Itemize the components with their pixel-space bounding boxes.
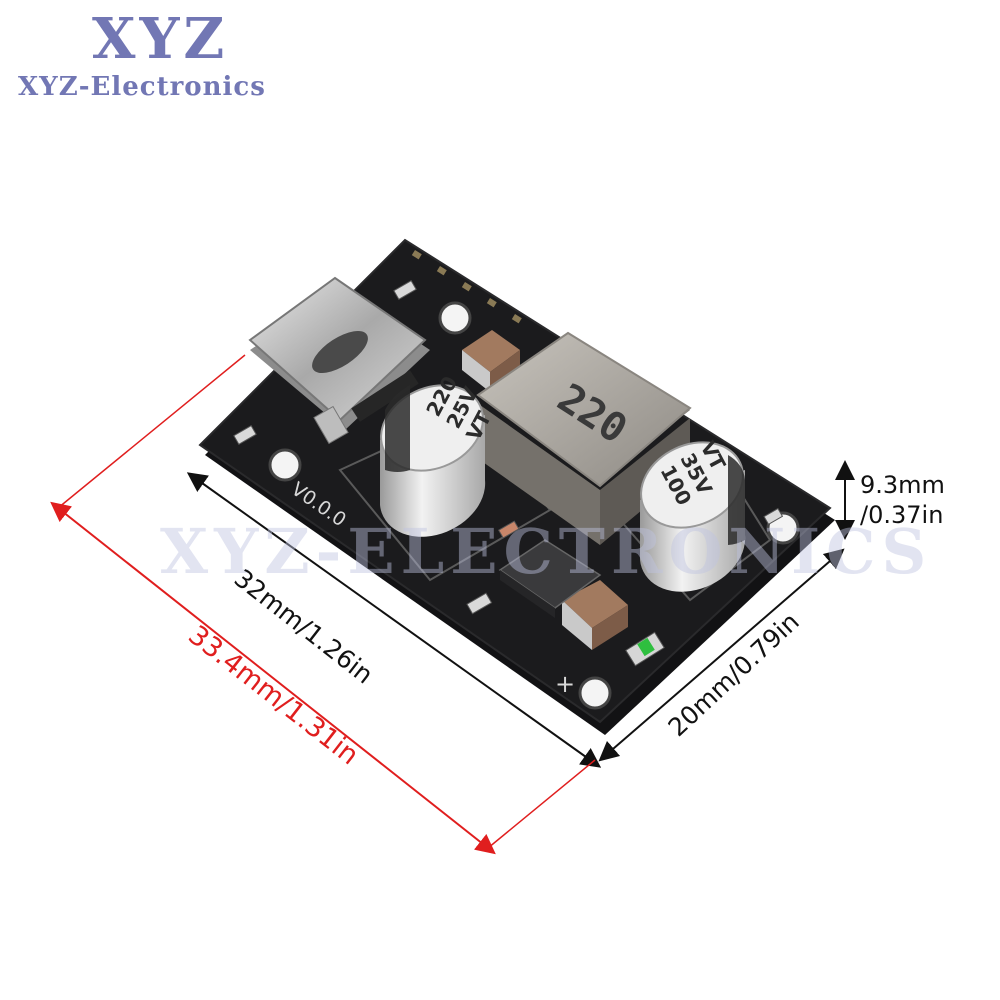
- mounting-hole: [268, 448, 302, 482]
- mounting-hole: [578, 676, 612, 710]
- brand-logo: XYZ: [92, 6, 229, 72]
- overall-length-dimension-line: [50, 501, 496, 855]
- usb-c-connector: [248, 276, 430, 445]
- height-label-mm: 9.3mm: [860, 471, 945, 499]
- polarity-plus-mark: +: [555, 670, 575, 698]
- mounting-hole: [438, 301, 472, 335]
- height-label: 9.3mm /0.37in: [860, 470, 945, 530]
- width-dimension-line: [598, 548, 845, 762]
- brand-name: XYZ-Electronics: [18, 72, 266, 102]
- height-label-in: /0.37in: [860, 501, 944, 529]
